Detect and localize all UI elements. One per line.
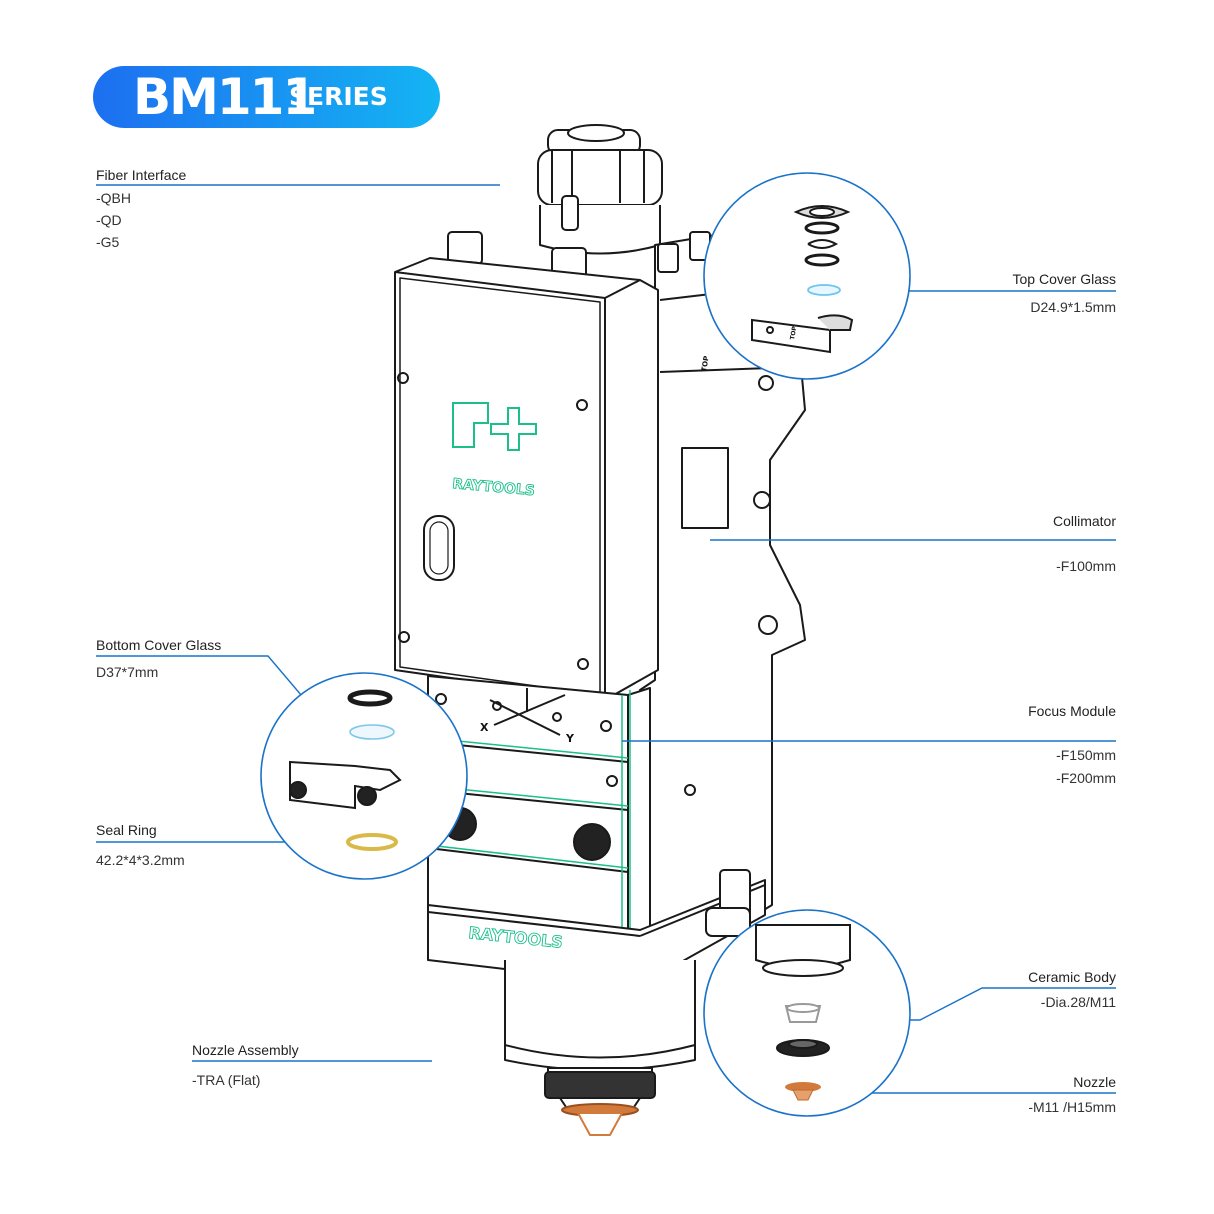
fiber-interface-connector bbox=[537, 124, 663, 255]
lower-body bbox=[427, 869, 766, 1071]
main-housing bbox=[394, 257, 659, 701]
nozzle-assembly-label: Nozzle Assembly bbox=[192, 1042, 299, 1058]
xy-adjust-marks bbox=[489, 688, 566, 736]
collimator-value: -F100mm bbox=[1056, 558, 1116, 574]
model-name: BM111 bbox=[133, 68, 317, 126]
collimator-housing bbox=[639, 227, 806, 986]
top-mark-detail: TOP bbox=[789, 325, 798, 340]
focus-module-option: -F150mm bbox=[1056, 747, 1116, 763]
top-mark-housing: TOP bbox=[700, 355, 711, 372]
nozzle-label: Nozzle bbox=[1073, 1074, 1116, 1090]
series-title-badge: BM111 SERIES bbox=[93, 66, 440, 128]
axis-y-label: Y bbox=[565, 732, 575, 745]
nozzle-assembly bbox=[544, 1067, 656, 1136]
nozzle-assembly-value: -TRA (Flat) bbox=[192, 1072, 261, 1088]
fiber-interface-option: -QBH bbox=[96, 190, 131, 206]
top-cover-glass-label: Top Cover Glass bbox=[1012, 271, 1116, 287]
fiber-interface-option: -G5 bbox=[96, 234, 120, 250]
seal-ring-label: Seal Ring bbox=[96, 822, 157, 838]
focus-module-label: Focus Module bbox=[1028, 703, 1116, 719]
fiber-interface-option: -QD bbox=[96, 212, 122, 228]
nozzle-value: -M11 /H15mm bbox=[1028, 1099, 1116, 1115]
detail-nozzle-parts bbox=[703, 909, 911, 1117]
detail-bottom-cover-glass bbox=[260, 672, 468, 880]
bottom-cover-glass-value: D37*7mm bbox=[96, 664, 159, 680]
ceramic-body-value: -Dia.28/M11 bbox=[1040, 994, 1116, 1010]
ceramic-body-label: Ceramic Body bbox=[1028, 969, 1116, 985]
axis-x-label: X bbox=[480, 721, 489, 734]
collimator-label: Collimator bbox=[1052, 513, 1116, 529]
raytools-logo bbox=[452, 402, 537, 451]
focus-module-option: -F200mm bbox=[1056, 770, 1116, 786]
top-cover-glass-value: D24.9*1.5mm bbox=[1030, 299, 1116, 315]
detail-top-cover-glass: TOP bbox=[703, 172, 911, 380]
seal-ring-value: 42.2*4*3.2mm bbox=[96, 852, 185, 868]
fiber-interface-label: Fiber Interface bbox=[96, 167, 187, 183]
bottom-cover-glass-label: Bottom Cover Glass bbox=[96, 637, 222, 653]
series-label: SERIES bbox=[289, 82, 388, 111]
